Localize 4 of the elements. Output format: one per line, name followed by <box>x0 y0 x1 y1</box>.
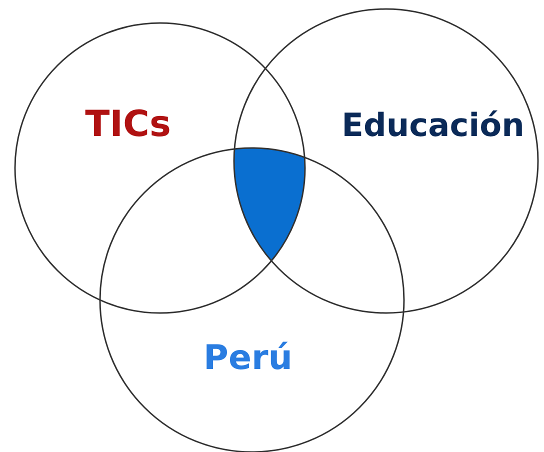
set-label: Perú <box>204 341 292 375</box>
set-label: TICs <box>85 107 171 143</box>
set-label: Educación <box>342 109 524 141</box>
intersection-region <box>234 148 305 261</box>
